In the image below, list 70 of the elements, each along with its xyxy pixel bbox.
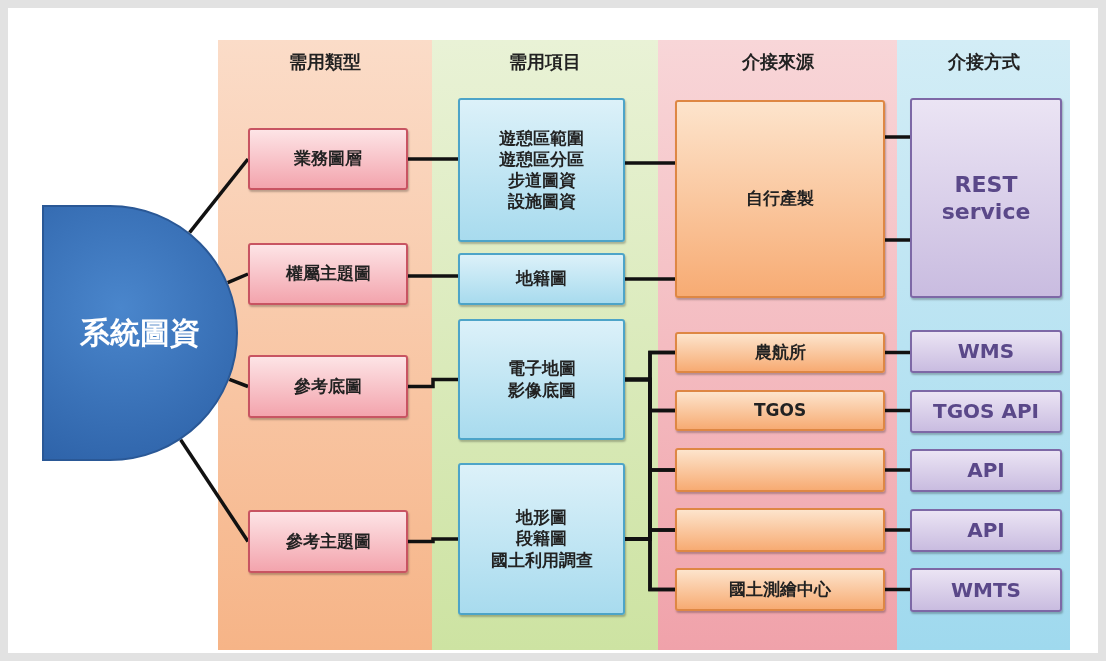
column-band [658, 40, 897, 650]
column-heading: 介接方式 [947, 50, 1020, 74]
method-label: TGOS API [933, 399, 1039, 424]
column-heading: 介接來源 [741, 50, 814, 74]
box-label: 權屬主題圖 [285, 263, 371, 285]
method-box [910, 390, 1062, 433]
method-box [910, 568, 1062, 612]
item-label: 遊憩區分區 [499, 148, 584, 170]
category-box [248, 510, 408, 573]
connector-line [408, 157, 458, 161]
column-heading: 需用類型 [289, 50, 361, 74]
item-label: 影像底圖 [507, 379, 576, 401]
item-label: 段籍圖 [516, 528, 567, 550]
source-box [675, 448, 885, 492]
item-box [458, 463, 625, 615]
source-box [675, 390, 885, 431]
item-label: 地形圖 [516, 507, 567, 529]
item-box [458, 319, 625, 440]
source-label: 國土測繪中心 [729, 578, 831, 601]
connector-line [885, 528, 910, 532]
category-box [248, 355, 408, 418]
item-label: 遊憩區範圍 [499, 127, 584, 149]
method-box [910, 509, 1062, 552]
connector-line [885, 587, 910, 592]
connector-line [885, 238, 910, 242]
connector-line [885, 135, 910, 139]
column-heading: 需用項目 [509, 50, 581, 74]
method-box [910, 330, 1062, 373]
method-label: WMS [957, 339, 1015, 364]
connector-line [408, 274, 458, 278]
source-label: 農航所 [754, 341, 806, 364]
column-band [897, 40, 1070, 650]
connector-line [408, 377, 458, 389]
connector-line [179, 438, 250, 543]
item-label: 設施圖資 [507, 191, 576, 213]
box-label: 業務圖層 [294, 148, 362, 170]
connector-line [625, 277, 675, 281]
connector-line [188, 157, 250, 234]
connector-line [408, 537, 458, 544]
source-label: 自行產製 [746, 188, 814, 210]
connector-line [885, 468, 910, 472]
connector-line [625, 161, 675, 165]
item-label: 步道圖資 [507, 170, 576, 192]
item-label: 電子地圖 [507, 358, 576, 380]
method-label: WMTS [951, 577, 1021, 603]
method-label: API [967, 458, 1005, 483]
connector-line [228, 377, 249, 389]
source-box [675, 568, 885, 611]
source-box [675, 332, 885, 373]
box-label: 參考主題圖 [285, 530, 371, 553]
connector-line [885, 408, 910, 413]
category-box [248, 128, 408, 190]
node-label: 系統圖資 [80, 314, 200, 352]
item-box [458, 98, 625, 242]
method-label: API [967, 518, 1005, 543]
item-label: 國土利用調查 [490, 549, 593, 571]
method-box [910, 98, 1062, 298]
column-band [218, 40, 432, 650]
column-band [432, 40, 658, 650]
method-box [910, 449, 1062, 492]
box-label: 參考底圖 [294, 375, 362, 398]
source-label: TGOS [753, 399, 807, 422]
category-box [248, 243, 408, 305]
connector-line [227, 272, 249, 285]
source-box [675, 508, 885, 552]
item-label: 地籍圖 [516, 268, 567, 290]
item-box [458, 253, 625, 305]
connector-line [885, 350, 910, 355]
method-label: REST service [940, 170, 1032, 226]
source-box [675, 100, 885, 298]
